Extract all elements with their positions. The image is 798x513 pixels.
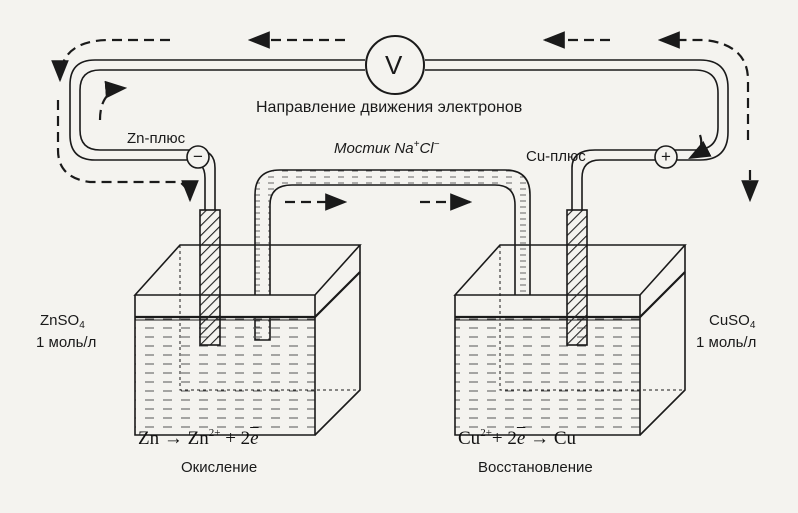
anode-sign: − [193, 147, 203, 166]
anode-plus: + [225, 428, 236, 449]
salt-bridge-prefix: Мостик Na [334, 140, 414, 157]
cathode-concentration: 1 моль/л [696, 334, 757, 351]
anode-solution-formula: ZnSO [40, 312, 80, 329]
salt-bridge-anion: Cl [419, 140, 434, 157]
cathode-sign: + [661, 147, 671, 166]
cu-electrode [566, 209, 588, 346]
electron-flow-label: Направление движения электронов [256, 99, 523, 116]
anode-sign-circle [186, 145, 210, 169]
anode-electron-coef: 2 [240, 428, 251, 449]
cathode-solution: CuSO4 [709, 313, 755, 331]
cathode-label: Cu-плюс [526, 148, 586, 165]
cathode-ion: Cu [458, 428, 481, 449]
cathode-plus: + [491, 428, 503, 449]
anode-reaction: Zn → Zn2+ + 2e [138, 427, 259, 449]
anode-concentration: 1 моль/л [36, 334, 97, 351]
anode-arrow: → [163, 428, 183, 449]
cu-beaker [453, 244, 687, 436]
anode-product: Zn [187, 428, 209, 449]
cathode-electron: e [516, 428, 526, 449]
cathode-ion-charge: 2+ [480, 427, 492, 439]
cathode-process: Восстановление [478, 459, 593, 476]
cathode-product: Cu [553, 428, 576, 449]
anode-solution-subscript: 4 [79, 320, 85, 331]
cathode-solution-formula: CuSO [709, 312, 750, 329]
anode-electron: e [250, 428, 259, 449]
anode-solution: ZnSO4 [40, 313, 85, 331]
salt-bridge-cation-charge: + [413, 139, 420, 150]
salt-bridge-anion-charge: − [433, 139, 440, 150]
cathode-arrow: → [530, 428, 550, 449]
cathode-electron-coef: 2 [507, 428, 517, 449]
anode-reactant: Zn [138, 428, 160, 449]
external-wire [69, 59, 729, 210]
voltmeter-symbol: V [385, 50, 403, 80]
zn-beaker [133, 244, 362, 436]
salt-bridge-label: Мостик Na+Cl− [334, 139, 440, 157]
anode-process: Окисление [181, 459, 258, 476]
cathode-sign-circle [654, 145, 678, 169]
cathode-solution-subscript: 4 [749, 320, 756, 331]
zn-electrode [199, 209, 221, 346]
voltmeter [365, 35, 425, 95]
anode-product-charge: 2+ [208, 427, 221, 439]
anode-label: Zn-плюс [127, 130, 186, 147]
electron-flow-arrows [51, 31, 759, 211]
cathode-reaction: Cu2++ 2e → Cu [458, 427, 576, 449]
